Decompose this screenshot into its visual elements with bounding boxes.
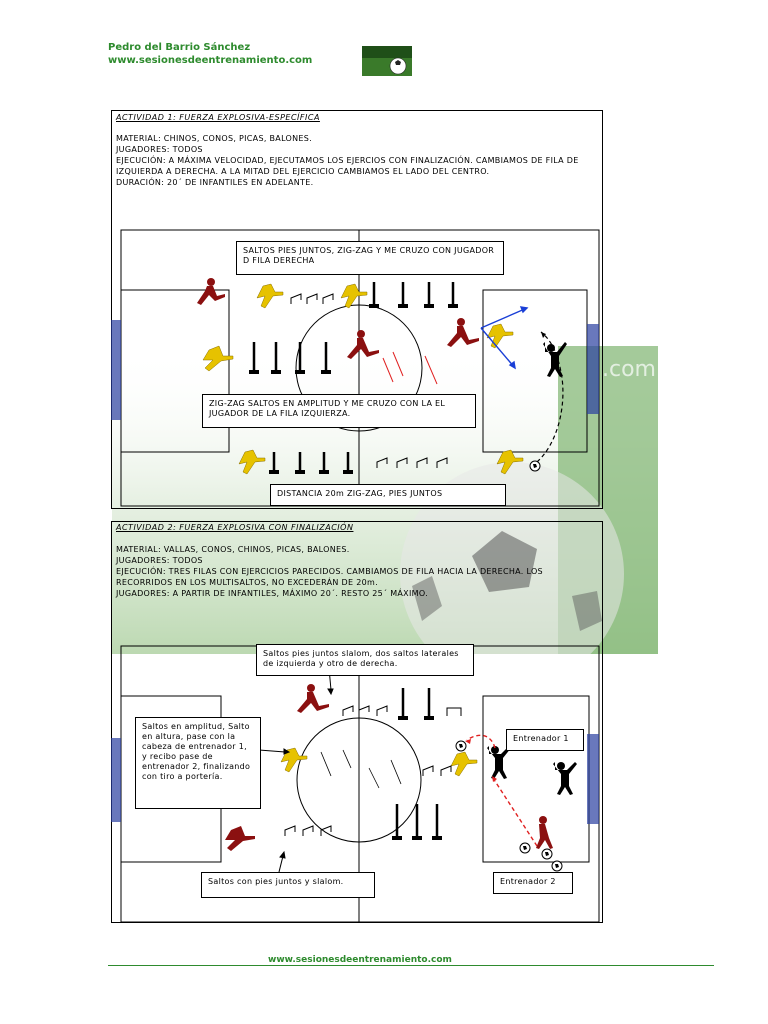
activity1-field-diagram bbox=[111, 229, 600, 507]
activity2-execution: EJECUCIÓN: TRES FILAS CON EJERCICIOS PAR… bbox=[116, 567, 543, 587]
activity2-label-left: Saltos en amplitud, Salto en altura, pas… bbox=[135, 717, 261, 809]
soccer-logo-icon bbox=[362, 46, 412, 76]
activity2-label-top: Saltos pies juntos slalom, dos saltos la… bbox=[256, 644, 474, 676]
activity1-material: MATERIAL: CHINOS, CONOS, PICAS, BALONES. bbox=[116, 134, 313, 143]
activity1-players: JUGADORES: TODOS bbox=[116, 145, 203, 154]
activity1-execution: EJECUCIÓN: A MÁXIMA VELOCIDAD, EJECUTAMO… bbox=[116, 156, 579, 176]
coach-icon bbox=[543, 342, 567, 377]
coach2-label: Entrenador 2 bbox=[493, 872, 573, 894]
author-name: Pedro del Barrio Sánchez bbox=[108, 42, 251, 53]
red-player-icon bbox=[197, 278, 225, 305]
activity1-label-bottom: DISTANCIA 20m ZIG-ZAG, PIES JUNTOS bbox=[270, 484, 506, 506]
svg-text:.com: .com bbox=[602, 357, 656, 382]
activity2-title: ACTIVIDAD 2: FUERZA EXPLOSIVA CON FINALI… bbox=[116, 523, 354, 532]
activity2-label-bottom: Saltos con pies juntos y slalom. bbox=[201, 872, 375, 898]
header-website[interactable]: www.sesionesdeentrenamiento.com bbox=[108, 55, 313, 66]
footer-website[interactable]: www.sesionesdeentrenamiento.com bbox=[268, 955, 452, 965]
activity1-box bbox=[111, 110, 603, 509]
activity2-duration: JUGADORES: A PARTIR DE INFANTILES, MÁXIM… bbox=[116, 589, 428, 598]
activity2-players: JUGADORES: TODOS bbox=[116, 556, 203, 565]
activity1-label-mid: ZIG-ZAG SALTOS EN AMPLITUD Y ME CRUZO CO… bbox=[202, 394, 476, 428]
activity1-duration: DURACIÓN: 20´ DE INFANTILES EN ADELANTE. bbox=[116, 178, 314, 187]
activity1-title: ACTIVIDAD 1: FUERZA EXPLOSIVA-ESPECÍFICA bbox=[116, 113, 320, 122]
activity2-material: MATERIAL: VALLAS, CONOS, CHINOS, PICAS, … bbox=[116, 545, 350, 554]
footer-divider bbox=[108, 965, 714, 966]
activity2-box bbox=[111, 521, 603, 923]
activity1-label-top: SALTOS PIES JUNTOS, ZIG-ZAG Y ME CRUZO C… bbox=[236, 241, 504, 275]
coach1-label: Entrenador 1 bbox=[506, 729, 584, 751]
activity2-field-diagram bbox=[111, 645, 600, 922]
